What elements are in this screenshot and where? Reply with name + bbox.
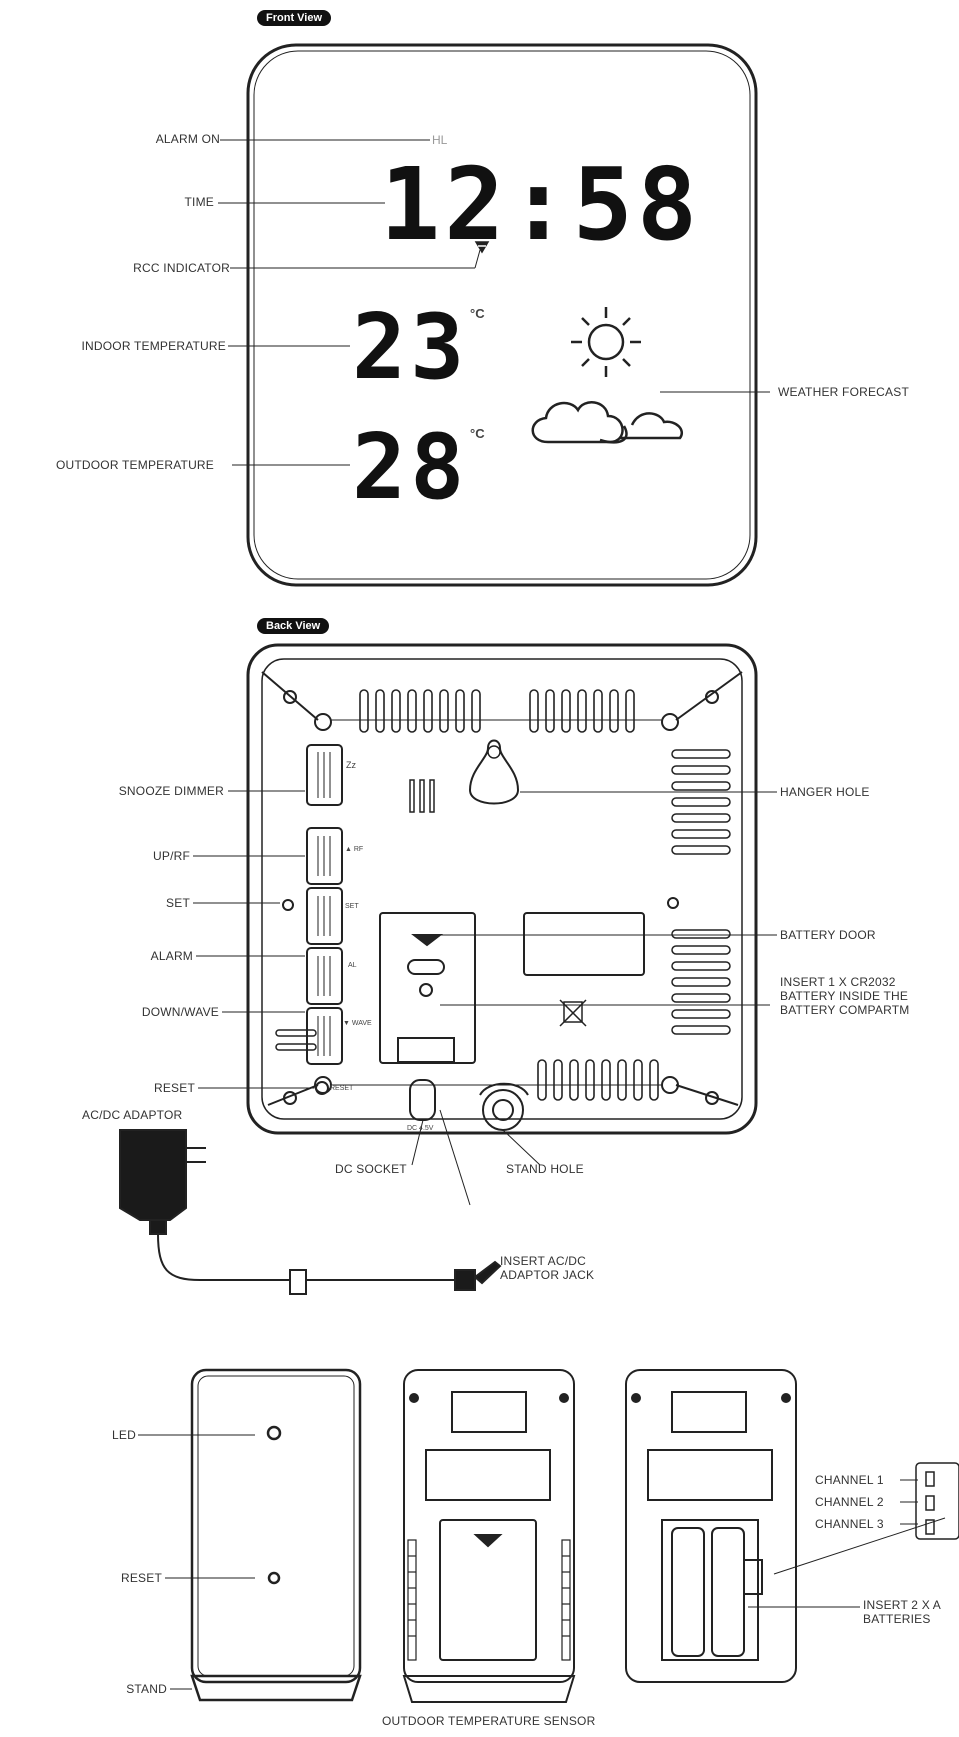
front-display-outer [246, 43, 758, 587]
time-label: TIME [184, 195, 214, 209]
hanger-hole-label: HANGER HOLE [780, 785, 870, 799]
hanger-hole-icon [468, 739, 520, 805]
back-leader-lines [193, 790, 777, 1206]
channel-3-label: CHANNEL 3 [815, 1517, 884, 1531]
sensor-title: OUTDOOR TEMPERATURE SENSOR [382, 1714, 596, 1728]
rcc-indicator-icon [474, 241, 490, 254]
sensor-back-open [402, 1369, 576, 1703]
up-rf-button-text: ▲ RF [345, 846, 364, 853]
rcc-indicator-label: RCC INDICATOR [133, 261, 230, 275]
ac-dc-adaptor-label: AC/DC ADAPTOR [82, 1108, 183, 1122]
outdoor-temperature-label: OUTDOOR TEMPERATURE [55, 458, 214, 472]
battery-note: INSERT 1 x CR2032 BATTERY INSIDE THE BAT… [780, 975, 910, 1017]
channel-1-label: CHANNEL 1 [815, 1473, 884, 1487]
channel-2-label: CHANNEL 2 [815, 1495, 884, 1509]
adaptor-jack-note: INSERT AC/DC ADAPTOR JACK [500, 1254, 595, 1282]
outdoor-temperature-value: 28 [352, 415, 469, 520]
up-rf-label: UP/RF [153, 849, 190, 863]
front-view-label: Front View [257, 10, 332, 26]
indoor-temperature-value: 23 [352, 295, 469, 400]
left-slots [275, 779, 435, 1051]
front-display-inner [253, 50, 751, 580]
sensor-battery-note: INSERT 2 x A BATTERIES [863, 1598, 941, 1626]
back-view-label: Back View [257, 618, 330, 634]
sun-icon [571, 307, 641, 377]
front-leader-lines [218, 139, 770, 466]
alarm-button-text: AL [348, 962, 357, 969]
down-wave-label: DOWN/WAVE [141, 1005, 219, 1019]
cloud-icon [531, 401, 683, 444]
outdoor-unit: °C [470, 426, 485, 441]
bottom-vents [537, 1059, 659, 1101]
dc-socket-label: DC SOCKET [335, 1162, 407, 1176]
alarm-on-glyph: HL [432, 133, 448, 147]
dc-socket-area [409, 1079, 529, 1131]
alarm-label: ALARM [150, 949, 193, 963]
ac-dc-adaptor-icon [119, 1129, 502, 1295]
sensor-front [138, 1368, 362, 1702]
reset-label: RESET [153, 1081, 195, 1095]
snooze-dimmer-label: SNOOZE DIMMER [118, 784, 224, 798]
sensor-stand-label: STAND [126, 1682, 167, 1696]
alarm-on-label: ALARM ON [155, 132, 220, 146]
battery-door-label: BATTERY DOOR [780, 928, 876, 942]
indoor-temperature-label: INDOOR TEMPERATURE [81, 339, 226, 353]
sensor-back-batteries [625, 1369, 959, 1683]
set-label: SET [166, 896, 190, 910]
back-housing [246, 643, 758, 1135]
button-strip [282, 744, 679, 1095]
time-display: 12:58 [380, 146, 702, 263]
compliance-marks [559, 999, 587, 1027]
set-button-text: SET [345, 903, 359, 910]
sensor-led-label: LED [112, 1428, 136, 1442]
reset-button-text: RESET [330, 1085, 354, 1092]
stand-hole-label: STAND HOLE [506, 1162, 584, 1176]
dc-voltage-text: DC 4.5V [407, 1125, 434, 1132]
indoor-unit: °C [470, 306, 485, 321]
snooze-button-text: Zz [346, 760, 356, 770]
top-vents [359, 689, 635, 733]
sensor-reset-label: RESET [120, 1571, 162, 1585]
battery-door [379, 912, 645, 1064]
side-vents [671, 749, 731, 1035]
down-wave-button-text: ▼ WAVE [343, 1020, 372, 1027]
weather-forecast-label: WEATHER FORECAST [778, 385, 909, 399]
